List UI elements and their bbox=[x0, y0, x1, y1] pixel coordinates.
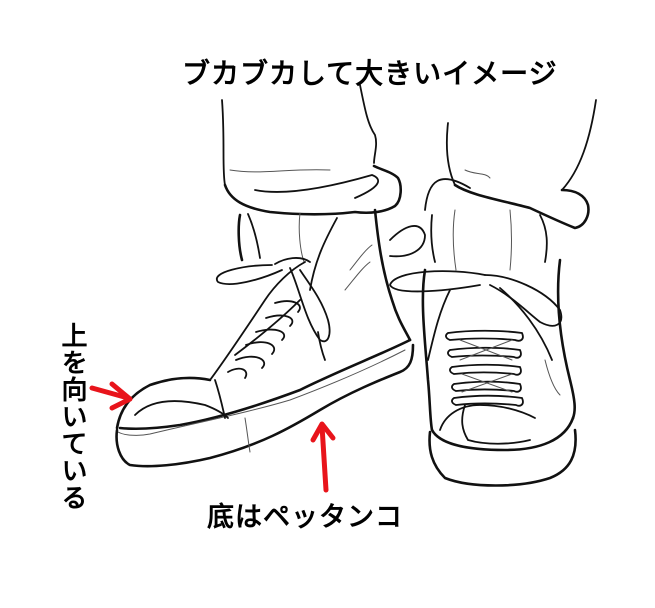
sole-annotation: 底はペッタンコ bbox=[207, 502, 403, 533]
right-shoe bbox=[389, 209, 577, 487]
toe-annotation: 上を向いている bbox=[57, 322, 87, 511]
left-pant-leg bbox=[221, 84, 402, 216]
left-shoe bbox=[115, 208, 426, 468]
toe-arrow bbox=[89, 381, 133, 411]
sole-arrow bbox=[310, 421, 336, 493]
title-annotation: ブカブカして大きいイメージ bbox=[182, 57, 558, 90]
right-pant-leg bbox=[424, 99, 597, 230]
